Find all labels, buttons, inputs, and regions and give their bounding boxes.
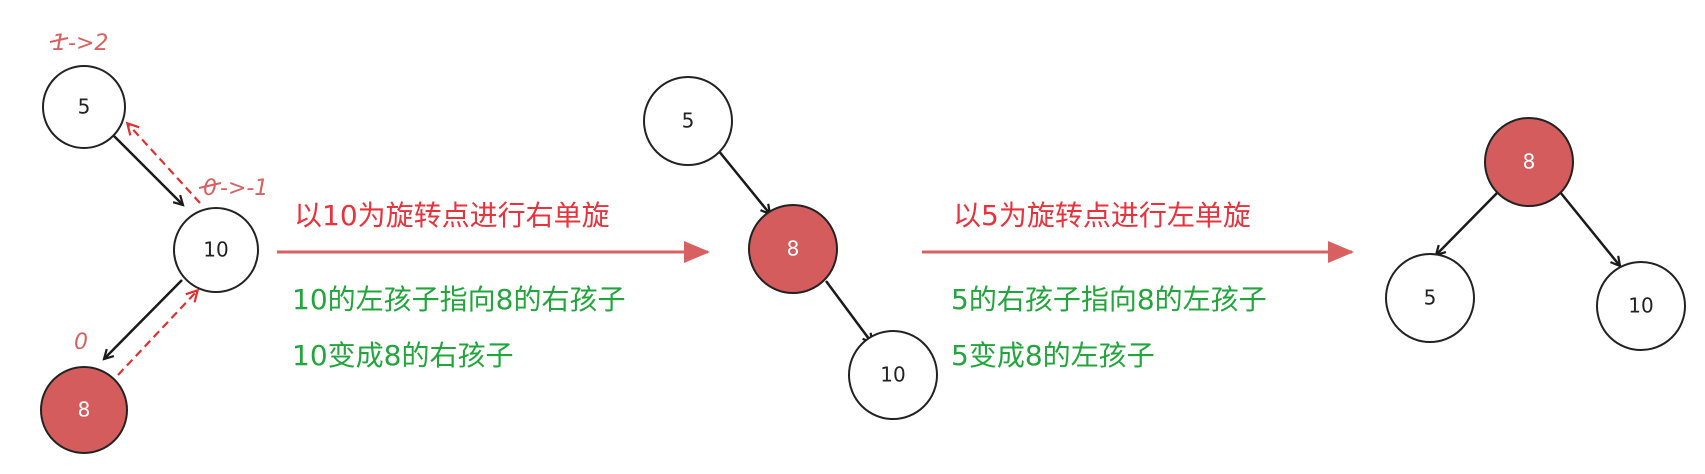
stage3-edge-8-10	[1559, 191, 1620, 266]
node-circle	[173, 207, 259, 293]
bf-new-value: ->2	[68, 31, 108, 56]
stage1-edge-5-10	[111, 133, 183, 205]
stage2-edge-5-8	[717, 149, 770, 214]
stage2-tree: 5 8 10	[643, 76, 938, 420]
stage1-tree: 5 10 8 1 ->2 0 ->-1 0	[40, 31, 268, 454]
stage3-tree: 8 5 10	[1385, 117, 1686, 351]
node-label: 10	[203, 238, 228, 262]
node-circle	[748, 204, 838, 294]
stage3-node-5: 5	[1385, 253, 1475, 343]
step2-desc-line2: 5变成8的左孩子	[951, 339, 1155, 372]
node-label: 8	[1523, 150, 1536, 174]
node-label: 10	[1628, 294, 1653, 318]
stage1-dashed-parent-8-10	[117, 291, 197, 376]
stage1-edge-10-8	[104, 279, 183, 359]
step1-desc-line1: 10的左孩子指向8的右孩子	[292, 283, 625, 316]
bf-old-value: 0	[203, 176, 217, 201]
node-circle	[1596, 261, 1686, 351]
stage3-edge-8-5	[1436, 191, 1499, 255]
step1-title: 以10为旋转点进行右单旋	[294, 199, 610, 232]
step2-desc-line1: 5的右孩子指向8的左孩子	[951, 283, 1267, 316]
step1-transition: 以10为旋转点进行右单旋 10的左孩子指向8的右孩子 10变成8的右孩子	[277, 199, 710, 372]
node-circle	[40, 366, 128, 454]
strike-mark	[49, 37, 69, 43]
stage2-node-8: 8	[748, 204, 838, 294]
node-circle	[1484, 117, 1574, 207]
step2-title: 以5为旋转点进行左单旋	[953, 199, 1251, 232]
node-label: 5	[1424, 286, 1437, 310]
node-circle	[1385, 253, 1475, 343]
stage2-node-5: 5	[643, 76, 733, 166]
node-label: 8	[787, 237, 800, 261]
step2-transition: 以5为旋转点进行左单旋 5的右孩子指向8的左孩子 5变成8的左孩子	[922, 199, 1354, 372]
step1-desc-line2: 10变成8的右孩子	[292, 339, 513, 372]
stage1-bf-node5: 1 ->2	[49, 31, 108, 56]
stage1-bf-node8: 0	[74, 330, 88, 355]
stage1-node-10: 10	[173, 207, 259, 293]
stage2-node-10: 10	[848, 330, 938, 420]
stage3-node-10: 10	[1596, 261, 1686, 351]
strike-mark	[198, 182, 222, 189]
node-label: 8	[78, 398, 91, 422]
node-circle	[643, 76, 733, 166]
bf-new-value: ->-1	[220, 176, 268, 201]
bf-old-value: 1	[52, 31, 66, 56]
node-circle	[848, 330, 938, 420]
stage1-node-8: 8	[40, 366, 128, 454]
node-circle	[42, 65, 126, 149]
node-label: 10	[880, 363, 905, 387]
stage3-node-8: 8	[1484, 117, 1574, 207]
stage2-edge-8-10	[824, 280, 872, 343]
stage1-bf-node10: 0 ->-1	[198, 176, 268, 201]
stage1-dashed-parent-10-5	[128, 124, 201, 204]
stage1-node-5: 5	[42, 65, 126, 149]
node-label: 5	[682, 109, 695, 133]
node-label: 5	[78, 95, 91, 119]
